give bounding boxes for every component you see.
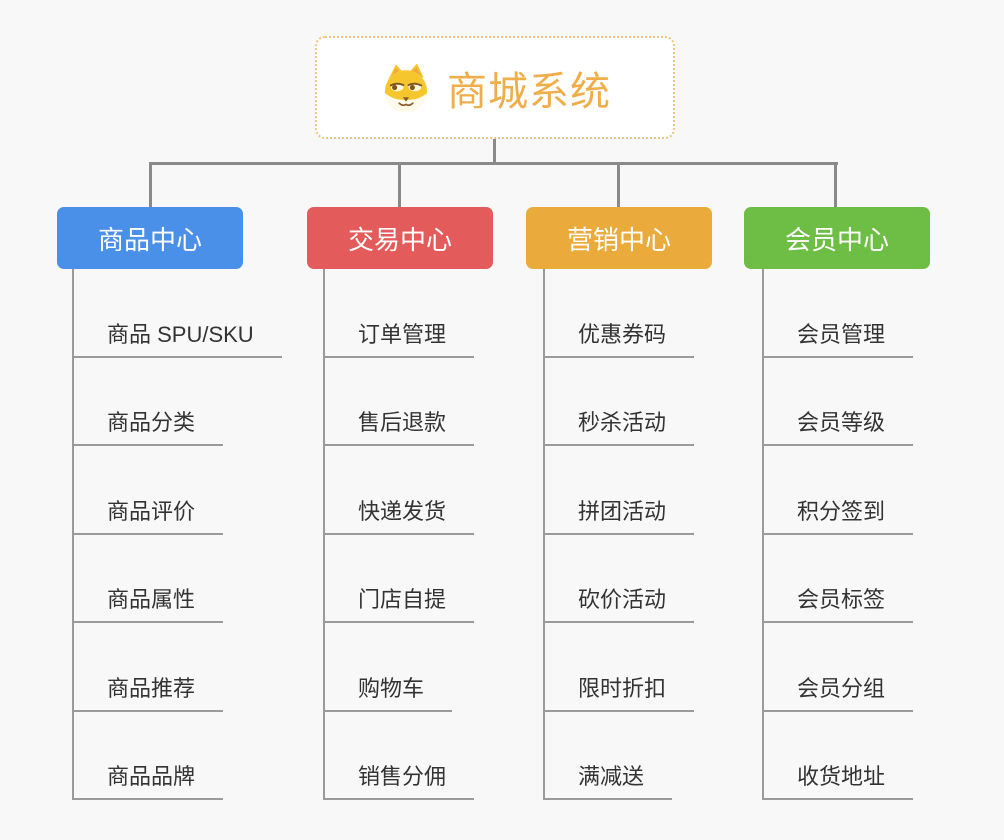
- connector-root-stem: [493, 139, 496, 164]
- leaf-node-product-brand[interactable]: 商品品牌: [72, 760, 224, 800]
- leaf-node-points-checkin[interactable]: 积分签到: [762, 495, 914, 535]
- root-title: 商城系统: [447, 69, 611, 114]
- leaf-node-member-level[interactable]: 会员等级: [762, 406, 914, 446]
- leaf-node-flash-sale[interactable]: 秒杀活动: [543, 406, 695, 446]
- leaf-node-bargain-activity[interactable]: 砍价活动: [543, 583, 695, 623]
- branch-node-product-center[interactable]: 商品中心: [57, 207, 243, 269]
- leaf-node-shopping-cart[interactable]: 购物车: [323, 672, 453, 712]
- leaf-node-product-category[interactable]: 商品分类: [72, 406, 224, 446]
- leaf-node-sales-commission[interactable]: 销售分佣: [323, 760, 475, 800]
- branch-node-marketing-center[interactable]: 营销中心: [526, 207, 712, 269]
- branch-node-member-center[interactable]: 会员中心: [744, 207, 930, 269]
- leaf-node-member-group[interactable]: 会员分组: [762, 672, 914, 712]
- connector-drop-marketing: [617, 163, 620, 207]
- leaf-node-product-review[interactable]: 商品评价: [72, 495, 224, 535]
- leaf-node-group-buy[interactable]: 拼团活动: [543, 495, 695, 535]
- root-node[interactable]: 商城系统: [315, 36, 675, 139]
- leaf-node-member-management[interactable]: 会员管理: [762, 318, 914, 358]
- branch-node-trade-center[interactable]: 交易中心: [307, 207, 493, 269]
- leaf-node-product-recommend[interactable]: 商品推荐: [72, 672, 224, 712]
- leaf-node-store-pickup[interactable]: 门店自提: [323, 583, 475, 623]
- leaf-node-order-management[interactable]: 订单管理: [323, 318, 475, 358]
- leaf-node-member-tag[interactable]: 会员标签: [762, 583, 914, 623]
- doge-icon: [384, 63, 428, 112]
- leaf-node-product-attribute[interactable]: 商品属性: [72, 583, 224, 623]
- connector-drop-member: [834, 163, 837, 207]
- leaf-node-coupon-code[interactable]: 优惠券码: [543, 318, 695, 358]
- connector-horizontal: [149, 162, 838, 165]
- leaf-node-time-limited-discount[interactable]: 限时折扣: [543, 672, 695, 712]
- leaf-node-shipping-address[interactable]: 收货地址: [762, 760, 914, 800]
- leaf-node-full-reduction[interactable]: 满减送: [543, 760, 673, 800]
- connector-drop-trade: [398, 163, 401, 207]
- leaf-node-product-spu-sku[interactable]: 商品 SPU/SKU: [72, 318, 282, 358]
- connector-drop-product: [149, 163, 152, 207]
- leaf-node-express-delivery[interactable]: 快递发货: [323, 495, 475, 535]
- leaf-node-aftersale-refund[interactable]: 售后退款: [323, 406, 475, 446]
